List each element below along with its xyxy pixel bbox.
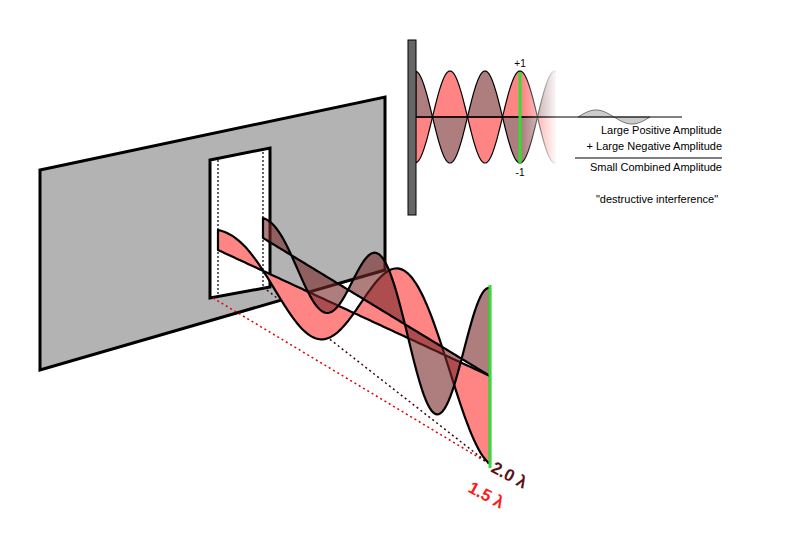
sum-line: + Large Negative Amplitude: [587, 140, 722, 153]
fade-overlay: [522, 60, 558, 180]
wave-1-5-lambda: [218, 230, 490, 464]
wave-2-0-lambda: [263, 218, 490, 414]
amplitude-mark: -1: [516, 167, 525, 179]
measure-line: [519, 72, 522, 163]
sum-line: Large Positive Amplitude: [601, 124, 722, 137]
amplitude-mark: +1: [514, 58, 525, 70]
inset-barrier: [408, 40, 416, 215]
wave-group: [218, 218, 490, 464]
sum-result: Small Combined Amplitude: [590, 161, 722, 174]
path-length-label: 1.5 λ: [465, 478, 508, 513]
note: "destructive interference": [596, 193, 718, 206]
double-slit: [210, 148, 270, 298]
sum-rule: [575, 158, 722, 159]
slit-edge: [217, 160, 218, 294]
screen-point-line: [489, 285, 492, 468]
axis-line: [416, 117, 682, 118]
